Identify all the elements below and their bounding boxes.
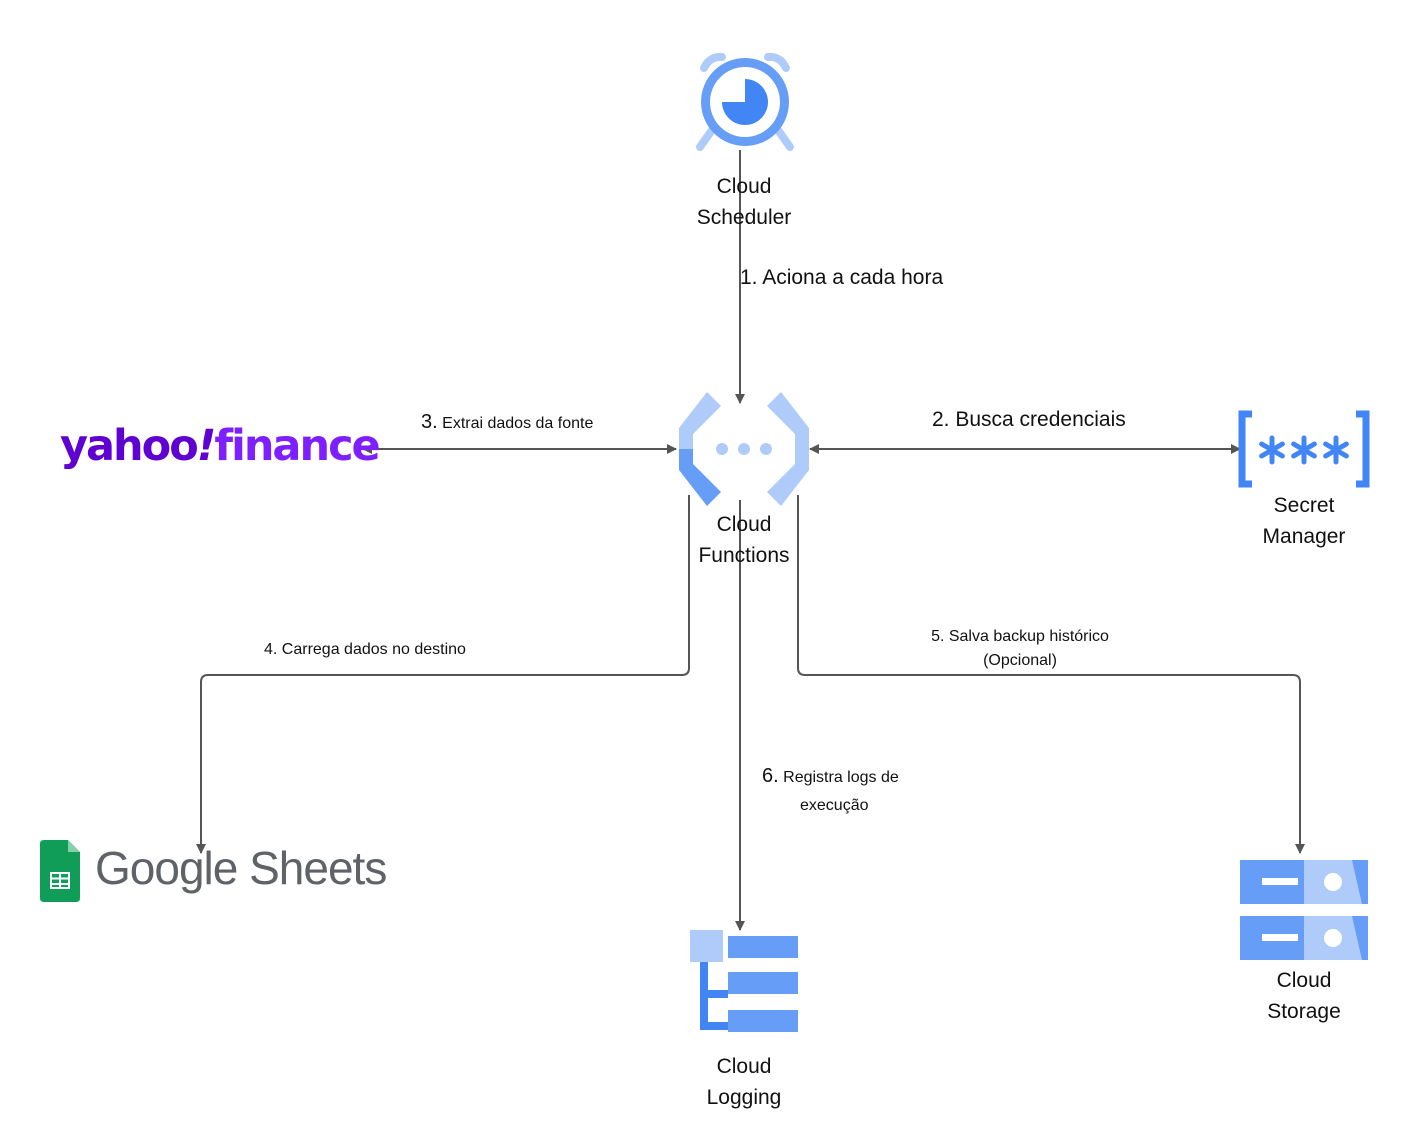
edge-label-3-text: Extrai dados da fonte: [442, 415, 594, 432]
storage-icon: [1240, 860, 1368, 960]
edge-label-6: 6. Registra logs de execução: [762, 764, 899, 818]
secret-manager-label: Secret Manager: [1224, 490, 1384, 552]
yahoo-finance-logo: yahoo!finance: [60, 418, 381, 474]
clock-icon: [696, 52, 794, 151]
sheets-word: Sheets: [249, 842, 387, 894]
logging-label: Cloud Logging: [664, 1051, 824, 1113]
edge-label-6-line2: execução: [800, 797, 869, 814]
logging-icon: [690, 930, 798, 1032]
functions-label-line2: Functions: [698, 544, 790, 567]
edge-label-2: 2. Busca credenciais: [932, 408, 1126, 431]
edge-functions-to-storage: [797, 495, 1305, 854]
google-sheets-wordmark: Google Sheets: [95, 838, 387, 898]
edge-label-3: 3. Extrai dados da fonte: [421, 410, 593, 436]
secret-manager-label-line1: Secret: [1273, 494, 1335, 517]
edge-label-3-num: 3.: [421, 411, 438, 433]
yahoo-bang: !: [196, 421, 217, 471]
sheets-icon: [40, 840, 80, 902]
storage-label-line1: Cloud: [1276, 969, 1332, 992]
google-word: Google: [95, 842, 238, 894]
edge-label-4: 4. Carrega dados no destino: [264, 641, 466, 658]
scheduler-label-line2: Scheduler: [696, 206, 792, 229]
yahoo-word: yahoo: [60, 421, 199, 471]
edge-label-5-line2: (Opcional): [983, 652, 1057, 669]
secret-manager-label-line2: Manager: [1262, 525, 1346, 548]
functions-icon: [679, 392, 809, 506]
scheduler-label: Cloud Scheduler: [664, 171, 824, 233]
storage-label: Cloud Storage: [1224, 965, 1384, 1027]
edge-label-1: 1. Aciona a cada hora: [740, 266, 944, 289]
functions-label-line1: Cloud: [716, 513, 772, 536]
logging-label-line2: Logging: [706, 1086, 782, 1109]
functions-label: Cloud Functions: [664, 509, 824, 571]
secret-icon: [1238, 410, 1370, 488]
edge-label-6-line1: Registra logs de: [783, 769, 899, 786]
edge-label-5: 5. Salva backup histórico (Opcional): [900, 625, 1140, 673]
logging-label-line1: Cloud: [716, 1055, 772, 1078]
scheduler-label-line1: Cloud: [716, 175, 772, 198]
storage-label-line2: Storage: [1267, 1000, 1341, 1023]
edge-functions-to-sheets: [196, 495, 690, 854]
edge-label-6-num: 6.: [762, 765, 779, 787]
finance-word: finance: [214, 421, 380, 471]
edge-label-5-line1: 5. Salva backup histórico: [931, 628, 1109, 645]
